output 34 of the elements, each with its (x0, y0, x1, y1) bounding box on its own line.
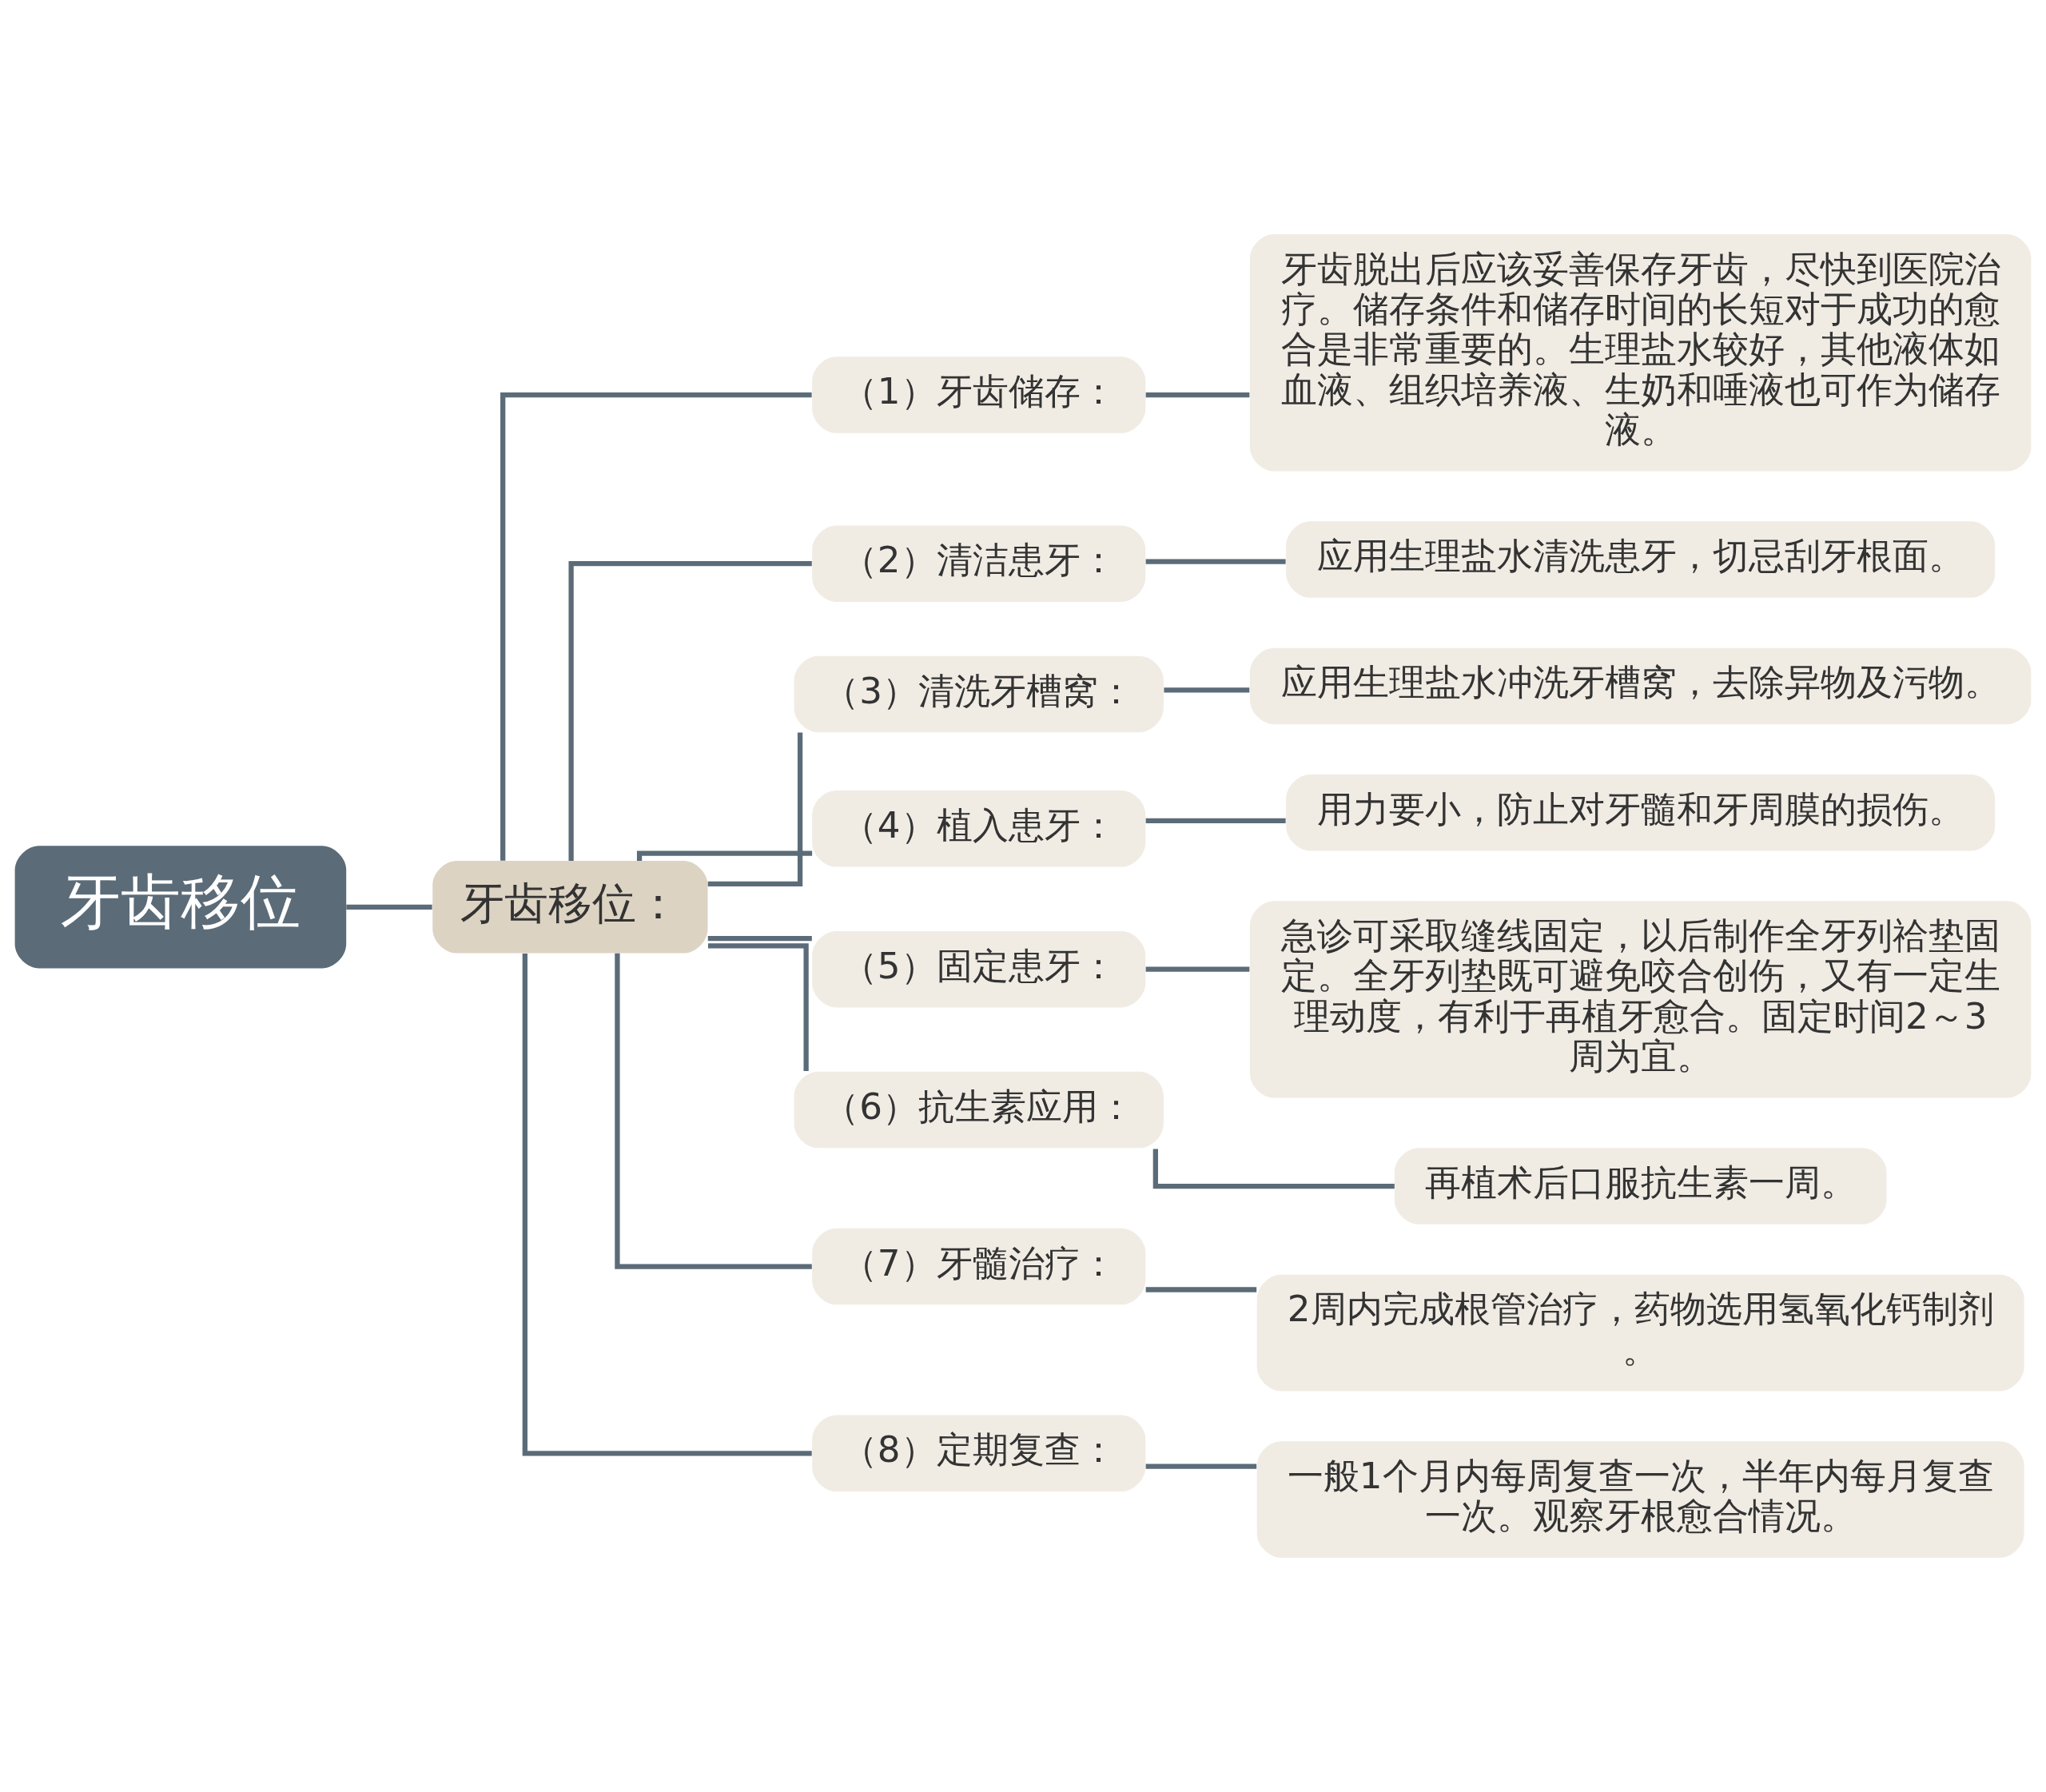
node-box: （6）抗生素应用： (794, 1071, 1164, 1149)
connector (1145, 559, 1286, 564)
connector (500, 392, 812, 861)
node-box: （3）清洗牙槽窝： (794, 655, 1164, 733)
node-box: 用力要小，防止对牙髓和牙周膜的损伤。 (1286, 775, 1996, 851)
connector (708, 943, 809, 1071)
connector (615, 953, 812, 1269)
node-box: 一般1个月内每周复查一次，半年内每月复查一次。观察牙根愈合情况。 (1256, 1441, 2024, 1558)
connector (707, 936, 812, 942)
node-box: 应用生理盐水冲洗牙槽窝，去除异物及污物。 (1249, 647, 2032, 725)
node-box: 2周内完成根管治疗，药物选用氢氧化钙制剂。 (1256, 1274, 2024, 1392)
node-box: 应用生理盐水清洗患牙，切忌刮牙根面。 (1286, 521, 1996, 598)
node-box: （4）植入患牙： (812, 790, 1146, 867)
connector (636, 850, 813, 861)
connector (707, 732, 803, 887)
connector (1145, 818, 1286, 823)
node-box: （1）牙齿储存： (812, 356, 1146, 433)
connector (522, 954, 812, 1456)
node-box: 急诊可采取缝线固定，以后制作全牙列祫垫固定。全牙列垫既可避免咬合创伤，又有一定生理动度，有利于再植牙愈合。固定时间2～3周为宜。 (1249, 901, 2032, 1098)
node-box: 牙齿移位 (14, 846, 347, 969)
connector (1145, 1463, 1257, 1469)
connector (568, 561, 812, 861)
node-box: （7）牙髓治疗： (812, 1228, 1146, 1305)
connector (346, 904, 432, 910)
node-box: （2）清洁患牙： (812, 525, 1146, 602)
connector (1145, 1287, 1257, 1292)
connector (1145, 392, 1250, 398)
node-box: 再植术后口服抗生素一周。 (1394, 1148, 1887, 1225)
node-box: （5）固定患牙： (812, 930, 1146, 1008)
node-box: （8）定期复查： (812, 1415, 1146, 1492)
connector (1164, 687, 1250, 693)
node-box: 牙齿移位： (432, 861, 708, 954)
node-box: 牙齿脱出后应该妥善保存牙齿，尽快到医院治疗。储存条件和储存时间的长短对于成功的愈合是非常重要的。生理盐水较好，其他液体如血液、组织培养液、生奶和唾液也可作为储存液。 (1249, 234, 2032, 472)
connector (1145, 966, 1250, 972)
